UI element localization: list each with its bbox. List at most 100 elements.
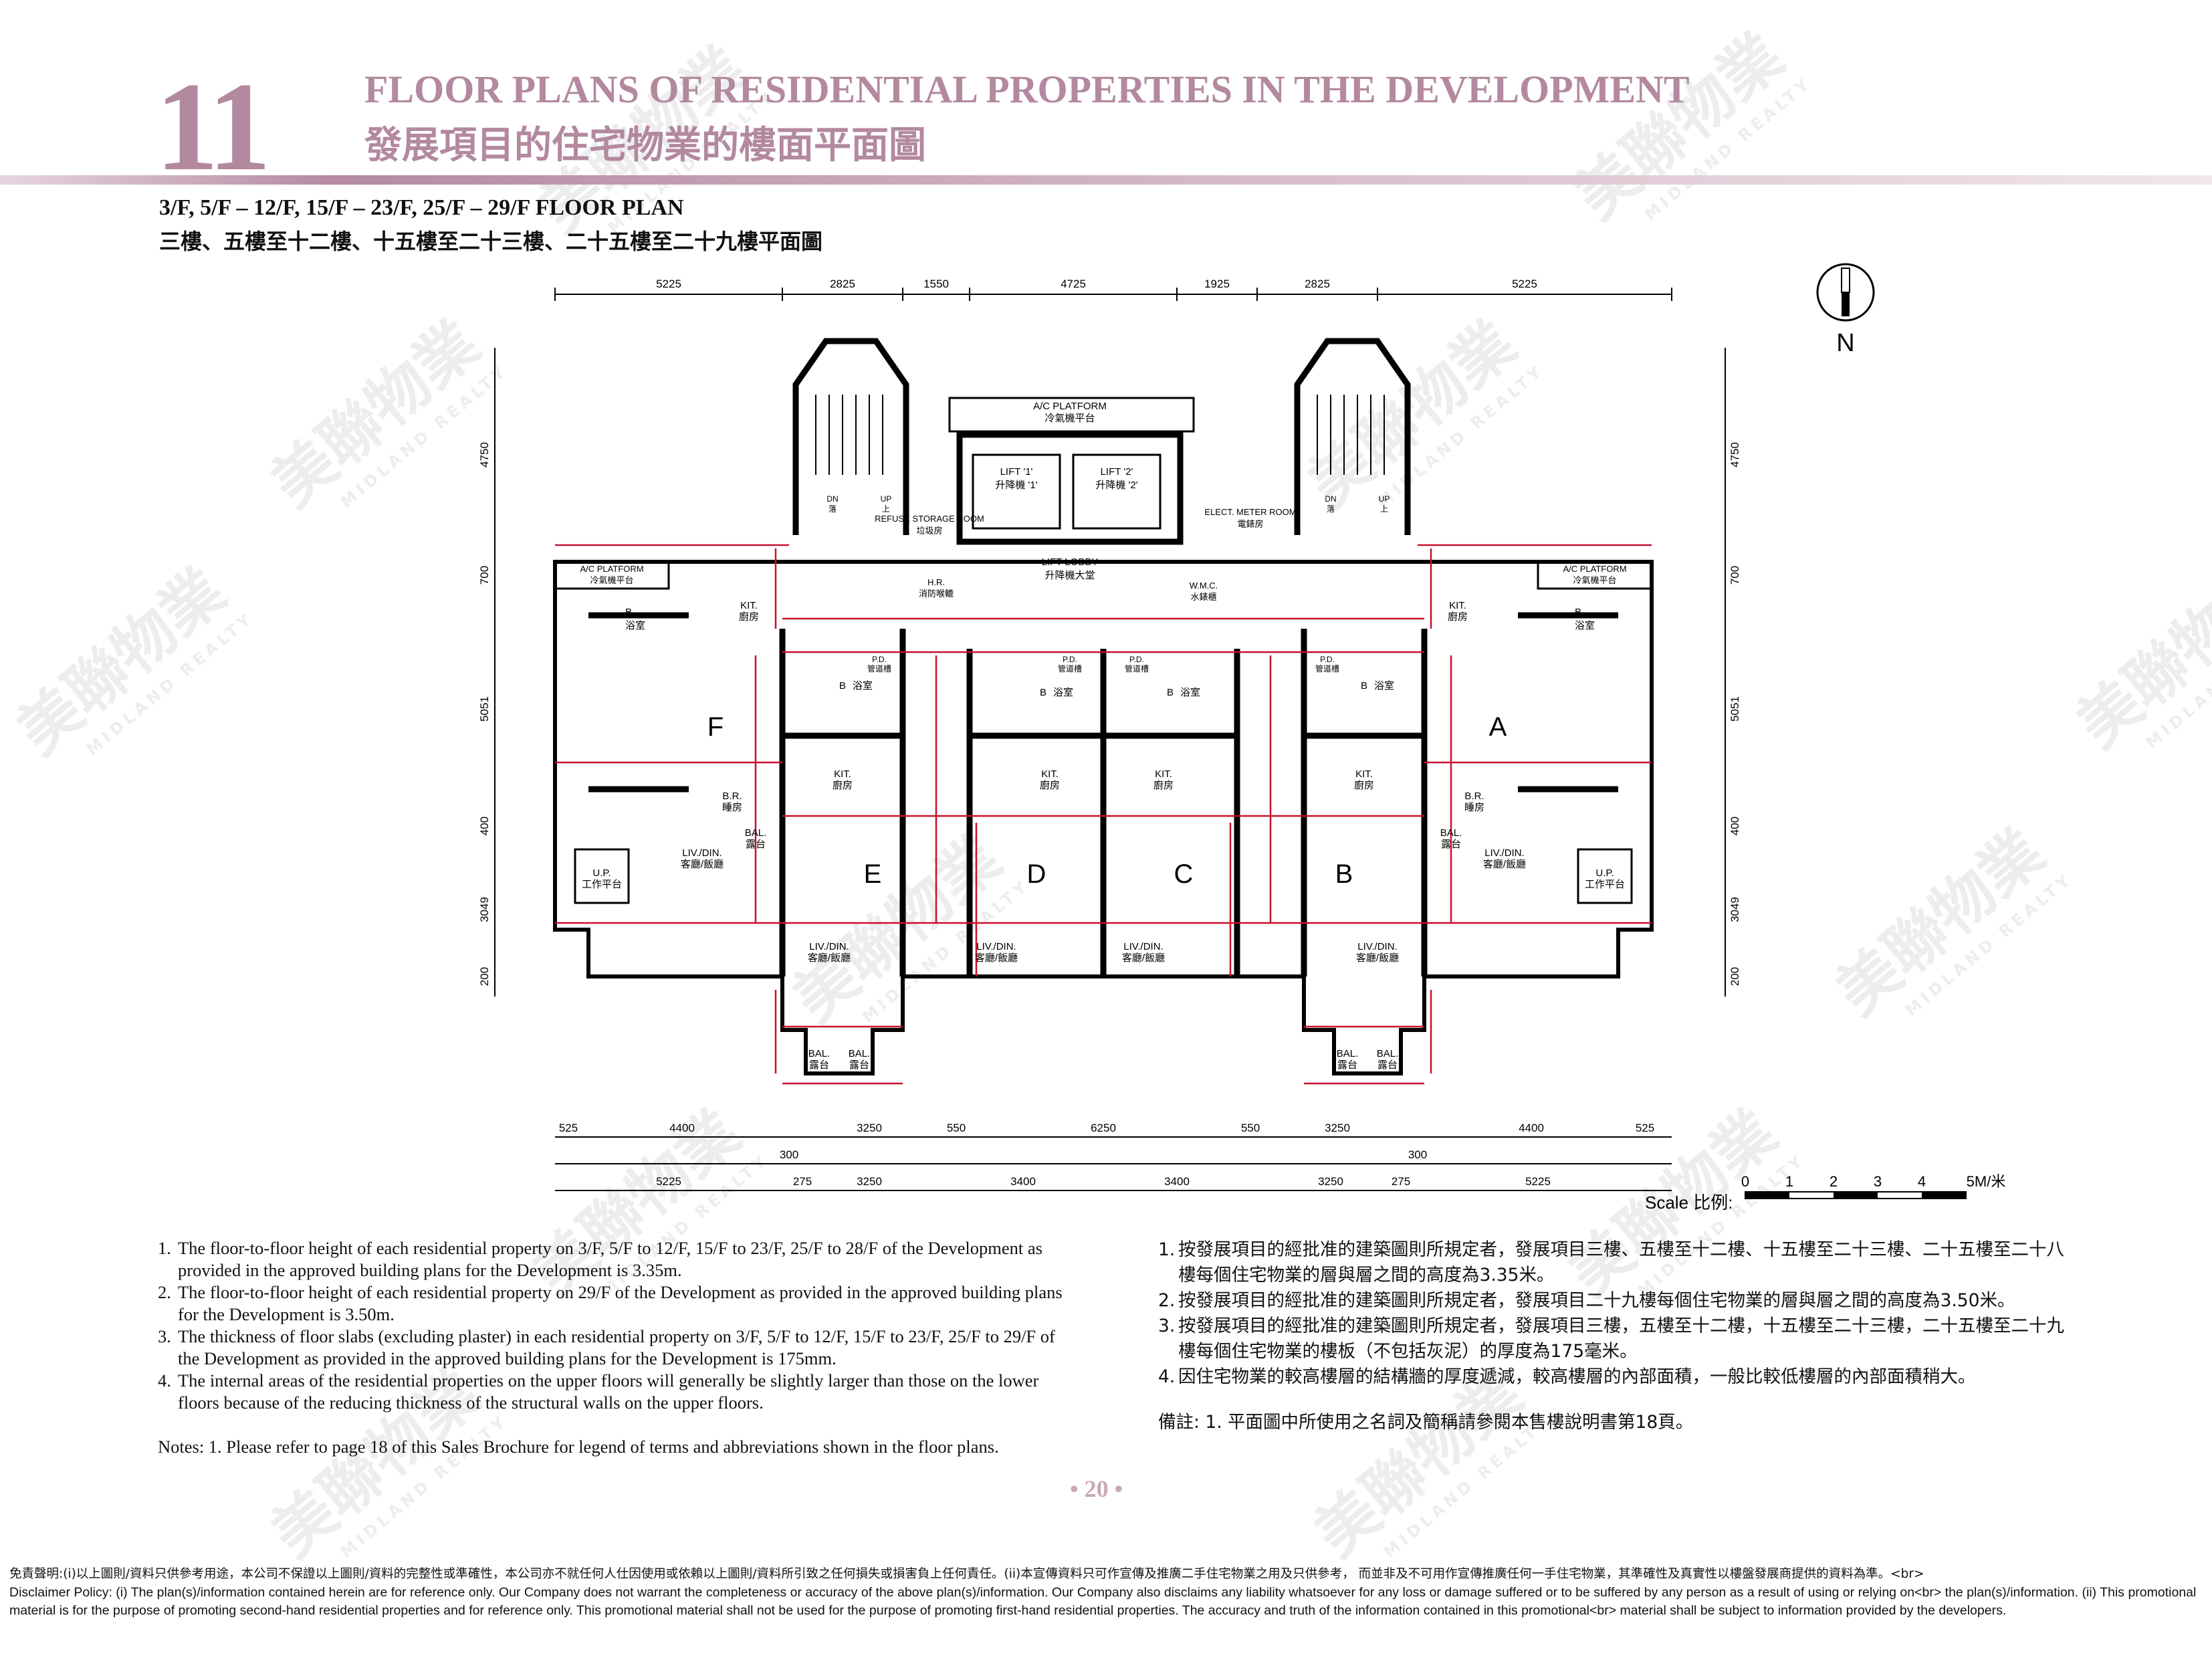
dim-bottom: 4400 [1519, 1122, 1544, 1134]
dim-top: 2825 [1305, 278, 1330, 290]
room-label: 冷氣機平台 [590, 575, 633, 585]
room-label: B [1361, 680, 1367, 692]
room-label: 升降機 '2' [1095, 480, 1137, 491]
room-label: B [839, 680, 846, 692]
note-item: 1.按發展項目的經批准的建築圖則所規定者，發展項目三樓、五樓至十二樓、十五樓至二… [1158, 1239, 2064, 1285]
room-label: LIFT '1' [1000, 466, 1033, 478]
room-label: 客廳/飯廳 [975, 952, 1018, 964]
dim-top: 5225 [1512, 278, 1537, 290]
stair-label: 上 [1380, 504, 1388, 514]
north-arrow-icon: N [1816, 263, 1875, 357]
floor-plan: 5225 2825 1550 4725 1925 2825 5225 4750 … [478, 278, 1741, 1191]
dim-left: 5051 [478, 696, 491, 722]
room-label: 廚房 [1040, 779, 1060, 791]
room-label: P.D. [1320, 655, 1335, 664]
room-label: KIT. [1155, 768, 1172, 780]
dim-bottom: 4400 [669, 1122, 695, 1134]
dim-bottom: 300 [780, 1148, 798, 1161]
section-title-en: FLOOR PLANS OF RESIDENTIAL PROPERTIES IN… [364, 68, 1690, 111]
room-label: 露台 [1377, 1059, 1398, 1071]
dim-bottom: 550 [947, 1122, 966, 1134]
dim-left: 4750 [478, 442, 491, 468]
scale-label: Scale 比例: [1645, 1193, 1733, 1213]
dim-bottom: 300 [1408, 1148, 1427, 1161]
room-label: 睡房 [722, 802, 742, 813]
room-label: 浴室 [1053, 687, 1073, 698]
room-label: U.P. [592, 867, 611, 879]
room-label: 客廳/飯廳 [808, 952, 851, 964]
scale-tick: 0 [1741, 1173, 1749, 1190]
room-label: LIV./DIN. [1123, 941, 1163, 952]
room-label: 管道槽 [1125, 663, 1149, 673]
stair-label: 落 [1327, 504, 1335, 514]
remark-zh: 備註: 1. 平面圖中所使用之名詞及簡稱請參閱本售樓說明書第18頁。 [1158, 1412, 1694, 1433]
dim-right: 4750 [1729, 442, 1741, 468]
room-label: 浴室 [1575, 620, 1595, 631]
dim-left: 200 [478, 967, 491, 986]
flat-label: C [1174, 859, 1194, 889]
note-item: 2.The floor-to-floor height of each resi… [158, 1282, 1063, 1324]
room-label: KIT. [1041, 768, 1059, 780]
room-label: 露台 [809, 1059, 829, 1071]
dim-bottom: 275 [1392, 1175, 1410, 1188]
room-label: 廚房 [1153, 779, 1174, 791]
stair-label: UP [881, 494, 892, 504]
dim-right: 3049 [1729, 897, 1741, 922]
dim-top: 1925 [1204, 278, 1230, 290]
room-label: 消防喉轆 [919, 589, 954, 599]
scale-tick: 3 [1874, 1173, 1882, 1190]
room-label: 廚房 [739, 611, 759, 623]
room-label: 睡房 [1464, 802, 1484, 813]
room-label: BAL. [745, 827, 767, 839]
dim-top: 1550 [923, 278, 949, 290]
room-label: LIFT '2' [1101, 466, 1133, 478]
dim-right: 400 [1729, 817, 1741, 835]
dim-bottom: 3250 [857, 1122, 882, 1134]
plan-title-en: 3/F, 5/F – 12/F, 15/F – 23/F, 25/F – 29/… [159, 195, 684, 220]
dim-bottom: 275 [793, 1175, 812, 1188]
notes-zh: 1.按發展項目的經批准的建築圖則所規定者，發展項目三樓、五樓至十二樓、十五樓至二… [1158, 1237, 2068, 1390]
room-label: 升降機 '1' [995, 480, 1037, 491]
flat-label: B [1335, 859, 1353, 889]
disclaimer-zh: 免責聲明:(i)以上圖則/資料只供參考用途，本公司不保證以上圖則/資料的完整性或… [9, 1567, 1924, 1581]
plan-title-zh: 三樓、五樓至十二樓、十五樓至二十三樓、二十五樓至二十九樓平面圖 [159, 229, 823, 254]
room-label: BAL. [1337, 1048, 1359, 1059]
scale-tick: 1 [1785, 1173, 1793, 1190]
dim-bottom: 3250 [1325, 1122, 1350, 1134]
dim-bottom: 3400 [1164, 1175, 1190, 1188]
remark-en: Notes: 1. Please refer to page 18 of thi… [158, 1437, 999, 1457]
note-item: 3.The thickness of floor slabs (excludin… [158, 1326, 1055, 1368]
notes-en: 1.The floor-to-floor height of each resi… [158, 1237, 1067, 1414]
page-number: • 20 • [1070, 1475, 1123, 1502]
room-label: B [1167, 687, 1174, 698]
room-label: BAL. [808, 1048, 831, 1059]
room-label: U.P. [1595, 867, 1614, 879]
scale-bar: Scale 比例: 0 1 2 3 4 5M/米 [1645, 1173, 2005, 1213]
room-label: A/C PLATFORM [1563, 564, 1626, 574]
room-label: 浴室 [1374, 680, 1394, 692]
room-label: P.D. [1129, 655, 1144, 664]
room-label: BAL. [849, 1048, 871, 1059]
room-label: 工作平台 [1585, 879, 1625, 890]
room-label: ELECT. METER ROOM [1204, 507, 1296, 517]
room-label: H.R. [927, 577, 945, 587]
room-label: 客廳/飯廳 [1122, 952, 1165, 964]
dim-right: 700 [1729, 566, 1741, 585]
room-label: 浴室 [853, 680, 873, 692]
dim-left: 3049 [478, 897, 491, 922]
room-label: LIV./DIN. [976, 941, 1016, 952]
room-label: REFUSE STORAGE ROOM [875, 514, 984, 524]
room-label: LIV./DIN. [682, 847, 722, 859]
room-label: 露台 [1441, 839, 1461, 850]
stair-label: 上 [882, 504, 890, 514]
room-label: 升降機大堂 [1044, 570, 1095, 581]
room-label: 客廳/飯廳 [1483, 858, 1526, 870]
room-label: 管道槽 [1058, 663, 1082, 673]
room-label: P.D. [1063, 655, 1077, 664]
room-label: B.R. [1464, 791, 1484, 802]
note-item: 1.The floor-to-floor height of each resi… [158, 1238, 1042, 1280]
room-label: 浴室 [625, 620, 645, 631]
room-label: LIV./DIN. [809, 941, 849, 952]
